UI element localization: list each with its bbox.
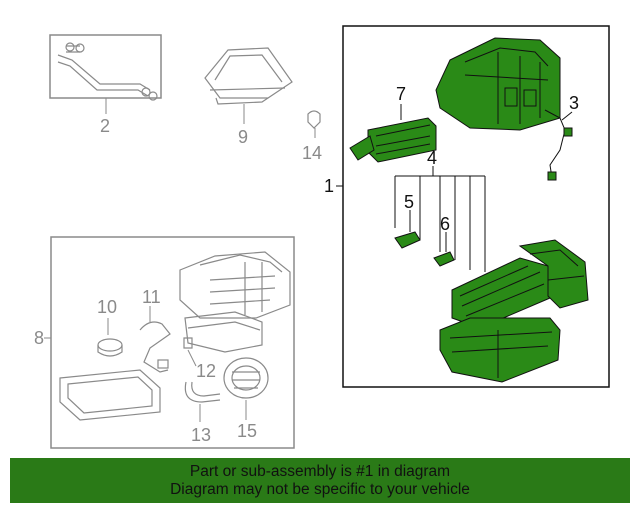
callout-8: 8 [34, 328, 45, 348]
callout-13: 13 [191, 425, 212, 445]
hvac-housing-part-1 [349, 37, 589, 383]
callout-2: 2 [100, 116, 111, 136]
callout-4: 4 [427, 148, 438, 168]
banner-line-1: Part or sub-assembly is #1 in diagram [189, 462, 451, 480]
callout-11: 11 [142, 287, 161, 307]
callout-10: 10 [97, 297, 118, 317]
callout-14: 14 [302, 143, 323, 163]
frame-part-1 [342, 25, 610, 388]
callout-12: 12 [196, 361, 217, 381]
callout-15: 15 [237, 421, 258, 441]
actuator-part-6 [433, 251, 455, 267]
callout-1: 1 [324, 176, 335, 196]
clip-part-14 [307, 110, 321, 129]
hose-pipe-part-2 [57, 42, 158, 101]
callout-3: 3 [569, 93, 580, 113]
frame-part-8 [50, 236, 295, 449]
heater-core-part-7 [367, 117, 437, 163]
info-banner: Part or sub-assembly is #1 in diagram Di… [10, 458, 630, 503]
lower-case [439, 317, 561, 383]
actuator-part-5 [394, 231, 421, 249]
callout-6: 6 [440, 214, 451, 234]
banner-line-2: Diagram may not be specific to your vehi… [170, 480, 470, 498]
leader-lines [44, 98, 573, 422]
callout-9: 9 [238, 127, 249, 147]
cover-part-9 [204, 47, 293, 105]
blower-assembly-part-8 [59, 251, 291, 421]
callout-7: 7 [396, 84, 407, 104]
callout-5: 5 [404, 192, 415, 212]
